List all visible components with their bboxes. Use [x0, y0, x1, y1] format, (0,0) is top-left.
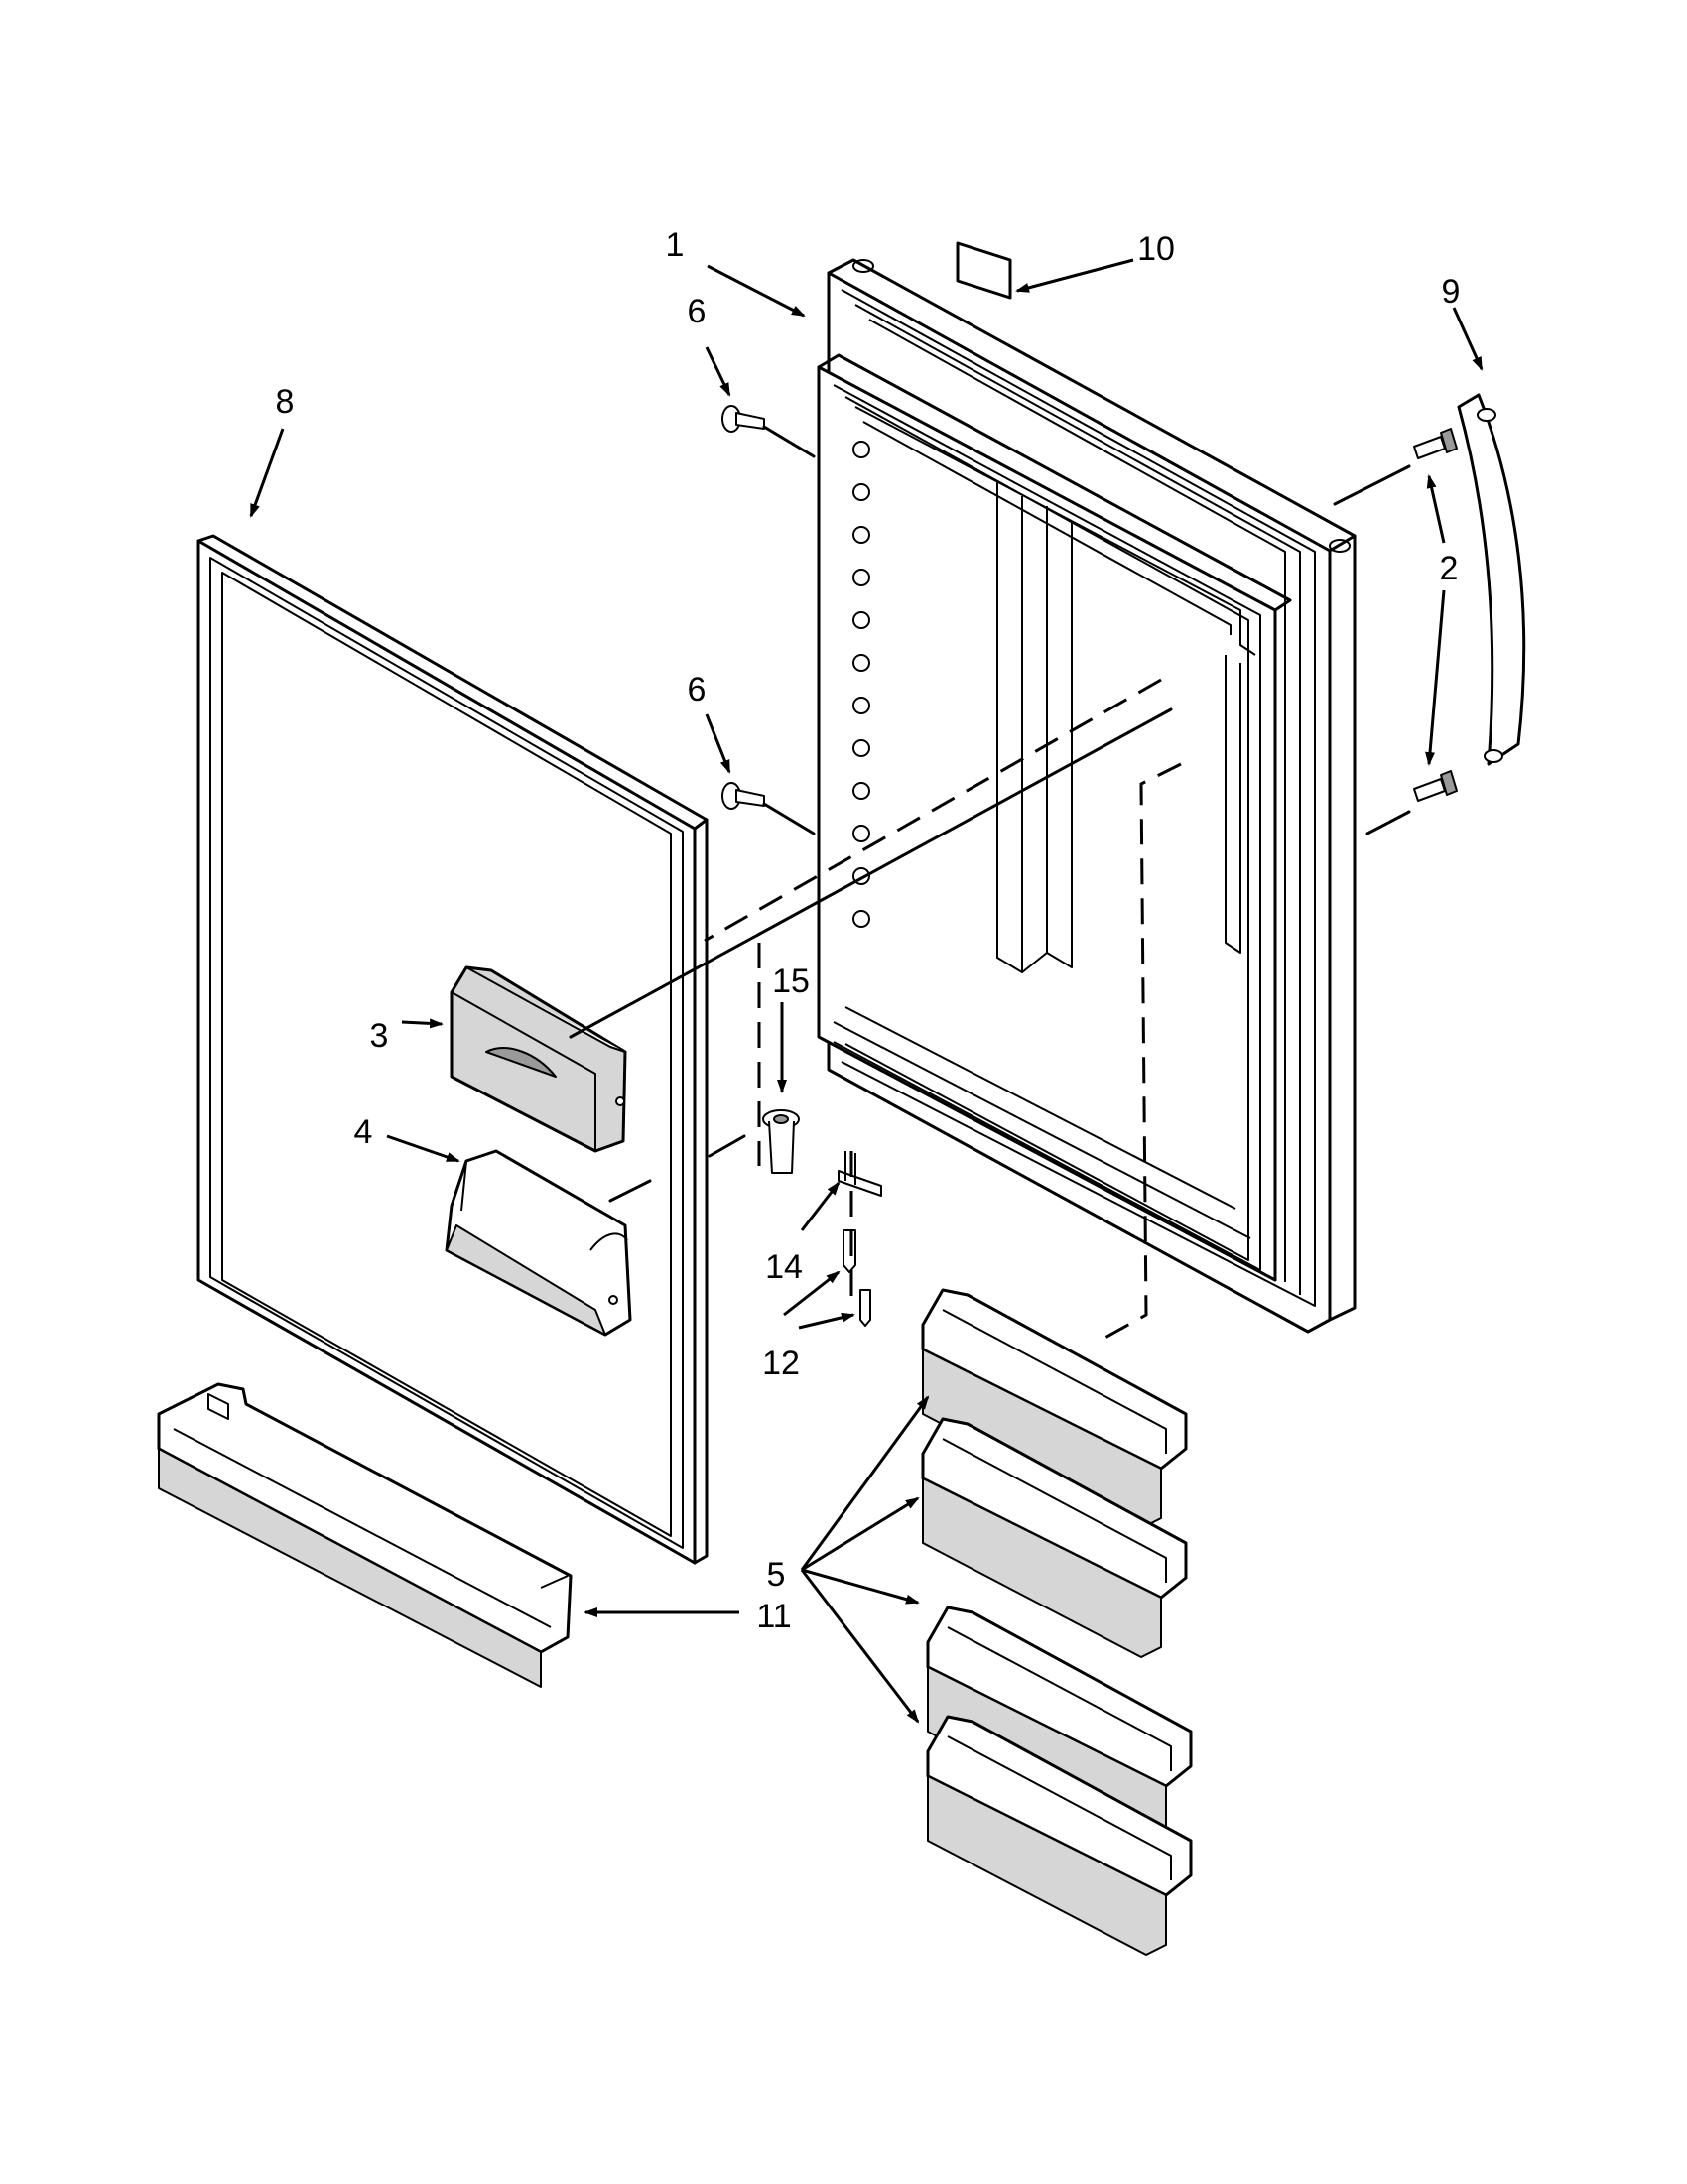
handle-screw-top — [1413, 428, 1458, 459]
label-part-10: 10 — [1137, 230, 1175, 268]
bracket-screws — [843, 1229, 871, 1327]
door-assembly — [817, 258, 1357, 1334]
door-bin-4 — [926, 1715, 1193, 1956]
label-part-3: 3 — [370, 1017, 389, 1055]
dairy-bin — [445, 1149, 632, 1337]
label-part-11: 11 — [756, 1598, 791, 1635]
dairy-cover — [450, 965, 627, 1153]
door-bracket — [838, 1151, 882, 1197]
label-part — [956, 241, 1012, 300]
handle-screws — [1413, 428, 1458, 802]
label-part-12: 12 — [762, 1345, 800, 1382]
label-part-6-top: 6 — [688, 293, 707, 330]
label-part-9: 9 — [1442, 273, 1461, 311]
label-part-6-bottom: 6 — [688, 671, 707, 708]
hinge-screw-top — [721, 405, 765, 433]
label-part-15: 15 — [772, 963, 810, 1000]
leader-arrows — [249, 258, 1484, 1724]
handle-screw-bottom — [1413, 770, 1458, 802]
hinge-screw-bottom — [721, 782, 765, 810]
door-handle — [1457, 393, 1526, 766]
label-part-1: 1 — [666, 226, 685, 264]
door-stopper — [762, 1109, 800, 1174]
label-part-4: 4 — [354, 1113, 373, 1151]
label-part-8: 8 — [276, 383, 295, 421]
alignment-lines — [569, 425, 1411, 1342]
bottom-bar-shelf — [157, 1382, 573, 1688]
label-part-14: 14 — [765, 1248, 803, 1286]
door-bin-2 — [921, 1417, 1188, 1658]
part-labels: 1 10 9 6 8 2 6 15 3 4 14 12 5 11 — [276, 226, 1461, 1635]
label-part-2: 2 — [1440, 550, 1459, 587]
label-part-5: 5 — [767, 1556, 786, 1594]
door-bins — [921, 1288, 1193, 1956]
shelf-studs — [852, 441, 870, 928]
